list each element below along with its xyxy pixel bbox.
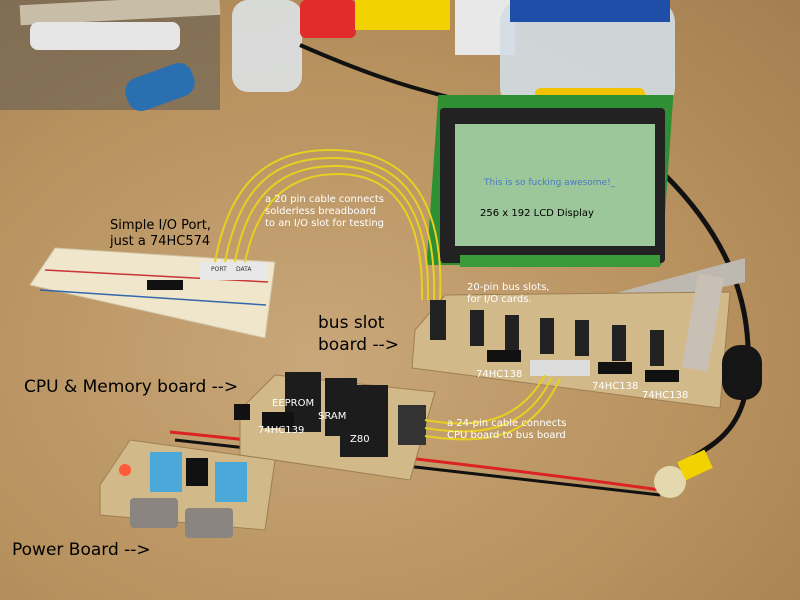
bus-slot-board [411,273,762,409]
breadboard [29,247,276,339]
chip-sram-label: SRAM [318,411,347,422]
dc-plug [654,449,713,498]
cpu-memory-board [234,372,436,481]
chip-74hc138-c-label: 74HC138 [642,390,689,401]
chip-74hc139-label: 74HC139 [258,425,305,436]
label-cpu-board: CPU & Memory board --> [24,377,239,397]
power-board [99,439,276,538]
label-bus-board: bus slot board --> [318,313,400,355]
chip-74hc138-a-label: 74HC138 [476,369,523,380]
label-power-board: Power Board --> [12,540,151,560]
label-cable-20pin: a 20 pin cable connects solderless bread… [265,194,385,229]
breadboard-mark-data: DATA [236,266,252,273]
cable-20pin [214,148,442,301]
cable-24pin [424,374,561,441]
chip-74hc138-b-label: 74HC138 [592,381,639,392]
lcd-caption: 256 x 192 LCD Display [480,208,594,219]
chip-eeprom-label: EEPROM [272,398,315,409]
lcd-screen-text: This is so fucking awesome!_ [484,178,616,188]
desk-clutter [0,0,675,112]
label-bus-slots: 20-pin bus slots, for I/O cards. [467,282,550,305]
breadboard-mark-port: PORT [211,266,227,273]
label-cable-24pin: a 24-pin cable connects CPU board to bus… [447,418,567,441]
chip-z80-label: Z80 [350,434,370,445]
label-io-port: Simple I/O Port, just a 74HC574 [110,218,212,249]
lcd-module [426,95,674,267]
